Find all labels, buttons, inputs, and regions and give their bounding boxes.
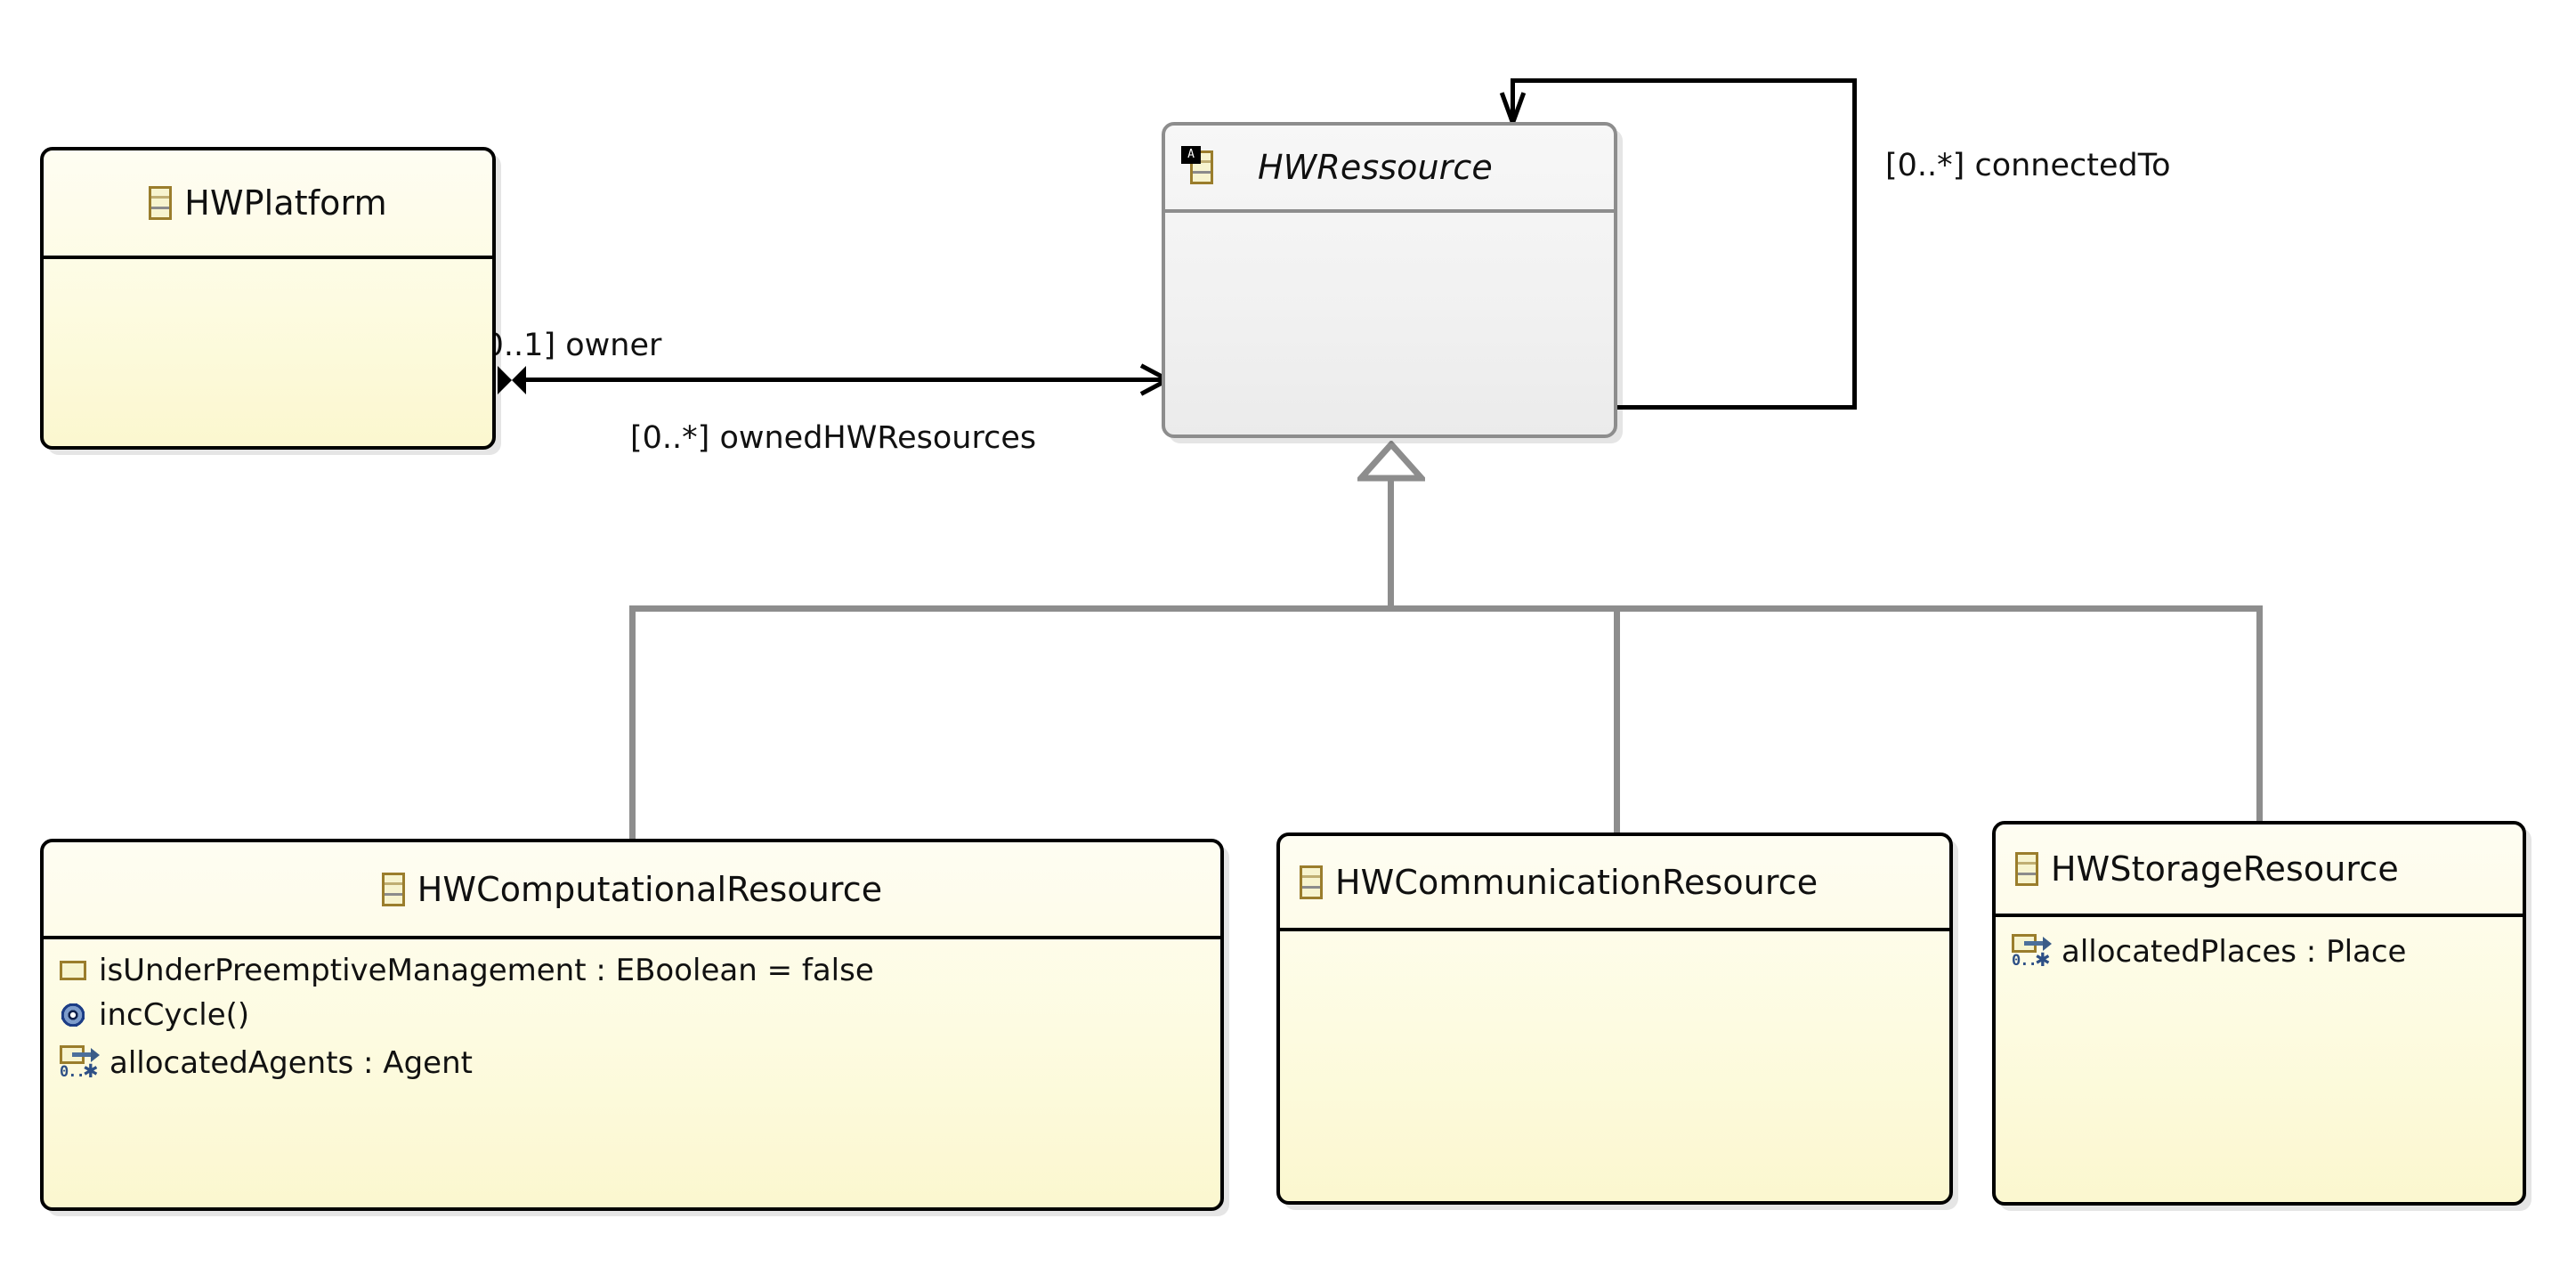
class-icon (149, 186, 173, 220)
class-features-compartment-hwstorageresource: 0.. ✱ allocatedPlaces : Place (1996, 917, 2523, 978)
class-reference-row[interactable]: 0.. ✱ allocatedPlaces : Place (1996, 926, 2523, 978)
reference-icon: 0.. ✱ (60, 1044, 100, 1083)
class-features-compartment-hwcomputationalresource: isUnderPreemptiveManagement : EBoolean =… (44, 939, 1220, 1089)
class-compartment-divider (1165, 209, 1614, 213)
class-reference-row[interactable]: 0.. ✱ allocatedAgents : Agent (44, 1037, 1220, 1089)
class-attributes-compartment-hwplatform (44, 259, 492, 268)
class-title-hwressource: A HWRessource (1165, 126, 1614, 209)
class-features-compartment-hwcommunicationresource (1280, 931, 1949, 940)
attribute-icon (60, 961, 86, 980)
class-compartment-divider (1996, 914, 2523, 917)
class-name-hwstorageresource: HWStorageResource (2051, 849, 2399, 889)
class-compartment-divider (44, 256, 492, 259)
class-node-hwressource[interactable]: A HWRessource (1162, 122, 1617, 438)
class-icon (2015, 852, 2038, 886)
class-icon (381, 872, 405, 906)
class-icon: A (1181, 146, 1213, 184)
self-assoc-right-segment[interactable] (1852, 78, 1857, 410)
self-assoc-top-segment[interactable] (1511, 78, 1857, 83)
abstract-badge-icon: A (1181, 146, 1201, 164)
inheritance-branch-storage (2256, 605, 2263, 824)
class-icon (1300, 865, 1323, 899)
association-label-connectedto: [0..*] connectedTo (1885, 148, 2171, 183)
reference-icon: 0.. ✱ (2012, 932, 2052, 971)
class-operation-row[interactable]: incCycle() (44, 993, 1220, 1037)
association-label-owner: [0..1] owner (472, 328, 662, 363)
class-attribute-row[interactable]: isUnderPreemptiveManagement : EBoolean =… (44, 948, 1220, 993)
class-reference-label: allocatedPlaces : Place (2062, 934, 2407, 970)
operation-icon (60, 1002, 86, 1028)
class-node-hwcommunicationresource[interactable]: HWCommunicationResource (1276, 832, 1953, 1205)
inheritance-branch-computational (629, 605, 636, 841)
inheritance-bus (629, 605, 2263, 612)
self-assoc-entry-segment[interactable] (1511, 78, 1515, 123)
class-title-hwcomputationalresource: HWComputationalResource (44, 842, 1220, 936)
composition-diamond-icon (498, 366, 526, 394)
inheritance-branch-communication (1614, 605, 1620, 835)
association-line-owner[interactable] (525, 378, 1168, 382)
inheritance-stem (1388, 475, 1394, 611)
class-title-hwstorageresource: HWStorageResource (1996, 824, 2523, 914)
class-name-hwplatform: HWPlatform (184, 183, 387, 223)
class-name-hwcommunicationresource: HWCommunicationResource (1335, 862, 1819, 902)
class-node-hwstorageresource[interactable]: HWStorageResource 0.. ✱ allocatedPlaces … (1992, 821, 2526, 1206)
self-assoc-bottom-segment[interactable] (1613, 405, 1857, 410)
class-reference-label: allocatedAgents : Agent (109, 1045, 473, 1081)
class-attribute-label: isUnderPreemptiveManagement : EBoolean =… (99, 953, 874, 988)
class-compartment-divider (44, 936, 1220, 939)
class-title-hwcommunicationresource: HWCommunicationResource (1280, 836, 1949, 928)
class-node-hwcomputationalresource[interactable]: HWComputationalResource isUnderPreemptiv… (40, 839, 1224, 1211)
association-label-ownedhwresources: [0..*] ownedHWResources (630, 420, 1037, 456)
class-name-hwcomputationalresource: HWComputationalResource (417, 869, 883, 909)
class-compartment-divider (1280, 928, 1949, 931)
class-name-hwressource: HWRessource (1258, 148, 1493, 187)
class-attributes-compartment-hwressource (1165, 213, 1614, 222)
class-title-hwplatform: HWPlatform (44, 150, 492, 256)
class-node-hwplatform[interactable]: HWPlatform (40, 147, 496, 450)
class-operation-label: incCycle() (99, 997, 250, 1033)
